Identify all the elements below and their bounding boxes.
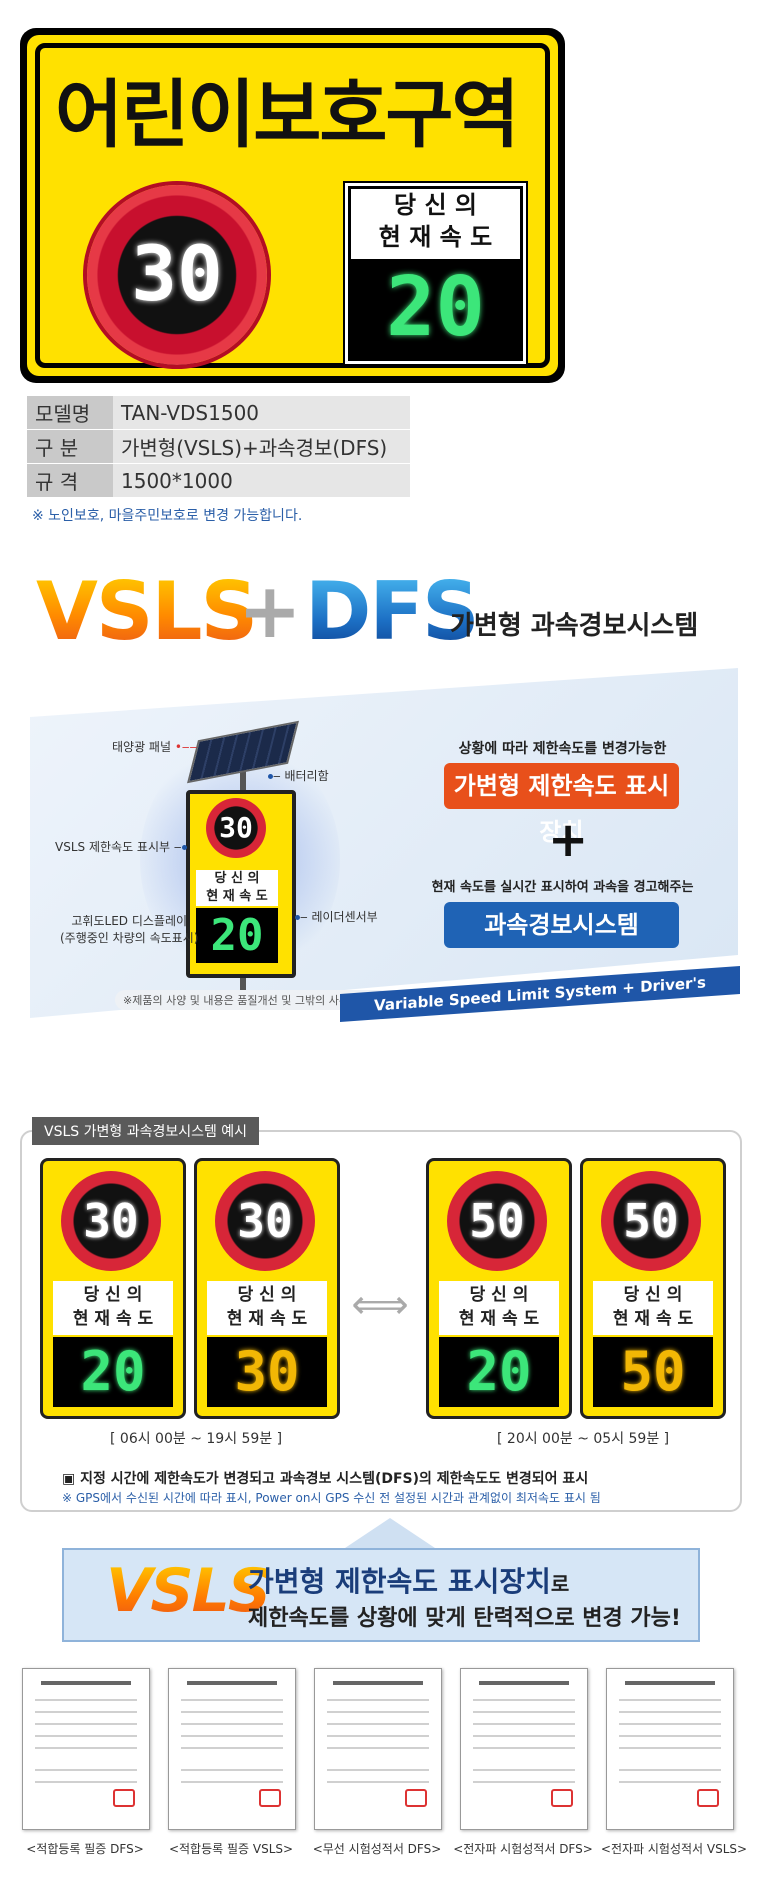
callout-radar: ‒ 레이더센서부: [295, 908, 378, 925]
callout-vsls: VSLS 제한속도 표시부 ‒: [55, 838, 187, 855]
device-label-line1: 당 신 의: [214, 871, 260, 886]
example-limit: 30: [61, 1171, 161, 1271]
speed-value: 20: [386, 260, 485, 355]
hero-sign: 어린이보호구역 30 당 신 의 현 재 속 도 20: [20, 28, 565, 383]
example-note-bold: ▣ 지정 시간에 제한속도가 변경되고 과속경보 시스템(DFS)의 제한속도도…: [62, 1471, 589, 1487]
example-label-line1: 당 신 의: [469, 1285, 529, 1305]
vsls-banner: [62, 1548, 700, 1642]
banner-line1-bold: 가변형 제한속도 표시장치: [248, 1565, 551, 1598]
device-limit: 30: [206, 798, 266, 858]
callout-solar-text: 태양광 패널: [112, 740, 172, 754]
callout-vsls-text: VSLS 제한속도 표시부: [55, 840, 171, 854]
example-label-line1: 당 신 의: [237, 1285, 297, 1305]
callout-battery: ‒ 배터리함: [268, 767, 329, 784]
banner-line2: 제한속도를 상황에 맞게 탄력적으로 변경 가능!: [248, 1606, 681, 1631]
headline-dfs: DFS: [305, 565, 480, 658]
swap-arrow-icon: ⟺: [351, 1282, 409, 1328]
spec-value: TAN-VDS1500: [113, 396, 410, 430]
spec-note: ※ 노인보호, 마을주민보호로 변경 가능합니다.: [32, 508, 303, 524]
example-label-line1: 당 신 의: [83, 1285, 143, 1305]
example-label-line2: 현 재 속 도: [612, 1309, 694, 1329]
example-label-line2: 현 재 속 도: [458, 1309, 540, 1329]
example-box: [20, 1130, 742, 1512]
document-thumbnail: [314, 1668, 442, 1830]
document-caption: <무선 시험성적서 DFS>: [312, 1842, 442, 1856]
callout-led-text: 고휘도LED 디스플레이: [71, 914, 188, 928]
document-thumbnail: [460, 1668, 588, 1830]
document-caption: <적합등록 필증 DFS>: [26, 1842, 144, 1856]
spec-key: 모델명: [27, 396, 113, 430]
document-caption: <적합등록 필증 VSLS>: [168, 1842, 294, 1856]
document-caption: <전자파 시험성적서 DFS>: [453, 1842, 593, 1856]
document-thumbnail: [22, 1668, 150, 1830]
example-label-line2: 현 재 속 도: [72, 1309, 154, 1329]
callout-led-text2: (주행중인 차량의 속도표시): [60, 931, 199, 945]
callout-battery-text: 배터리함: [284, 769, 329, 783]
speed-label: 당 신 의 현 재 속 도: [351, 189, 520, 259]
example-tab: VSLS 가변형 과속경보시스템 예시: [32, 1117, 260, 1145]
headline-plus: +: [238, 566, 302, 655]
device-speed: 20: [196, 908, 278, 963]
spec-value: 가변형(VSLS)+과속경보(DFS): [113, 429, 410, 464]
example-limit: 50: [601, 1171, 701, 1271]
period-right: [ 20시 00분 ~ 05시 59분 ]: [497, 1431, 670, 1447]
example-limit: 50: [447, 1171, 547, 1271]
example-note-small: ※ GPS에서 수신된 시간에 따라 표시, Power on시 GPS 수신 …: [62, 1491, 601, 1505]
example-speed: 20: [439, 1337, 559, 1407]
up-arrow-icon: [345, 1518, 435, 1548]
spec-key: 규 격: [27, 463, 113, 498]
example-label-line1: 당 신 의: [623, 1285, 683, 1305]
diagram-text-mid: 현재 속도를 실시간 표시하여 과속을 경고해주는: [431, 880, 694, 895]
speed-limit-sign: 30: [87, 185, 267, 365]
hero-title: 어린이보호구역: [55, 72, 520, 158]
device-label: 당 신 의 현 재 속 도: [196, 870, 278, 906]
document-thumbnail: [606, 1668, 734, 1830]
spec-key: 구 분: [27, 429, 113, 464]
diagram-panel: [30, 668, 738, 1018]
headline-vsls: VSLS: [36, 565, 258, 658]
spec-value: 1500*1000: [113, 463, 410, 498]
example-speed: 50: [593, 1337, 713, 1407]
diagram-text-top: 상황에 따라 제한속도를 변경가능한: [458, 741, 667, 757]
speed-label-line1: 당 신 의: [394, 191, 477, 219]
example-limit: 30: [215, 1171, 315, 1271]
pill-dfs: 과속경보시스템: [444, 902, 679, 948]
speed-label-line2: 현 재 속 도: [378, 223, 493, 251]
callout-radar-text: 레이더센서부: [311, 910, 378, 924]
banner-line1-tail: 로: [550, 1572, 570, 1596]
example-speed: 20: [53, 1337, 173, 1407]
banner-line1: 가변형 제한속도 표시장치로: [248, 1560, 569, 1600]
period-left: [ 06시 00분 ~ 19시 59분 ]: [110, 1431, 283, 1447]
document-thumbnail: [168, 1668, 296, 1830]
callout-led: 고휘도LED 디스플레이 (주행중인 차량의 속도표시): [60, 912, 198, 946]
callout-solar: 태양광 패널 •‒‒: [112, 740, 198, 754]
headline-sub: 가변형 과속경보시스템: [450, 611, 699, 641]
current-speed-display: 당 신 의 현 재 속 도 20: [343, 181, 528, 366]
pill-vsls: 가변형 제한속도 표시장치: [444, 763, 679, 846]
banner-vsls: VSLS: [106, 1556, 271, 1626]
diagram-plus: +: [548, 812, 589, 868]
limit-value: 30: [131, 229, 223, 318]
device-label-line2: 현 재 속 도: [206, 889, 268, 904]
example-speed: 30: [207, 1337, 327, 1407]
document-caption: <전자파 시험성적서 VSLS>: [600, 1842, 748, 1856]
example-label-line2: 현 재 속 도: [226, 1309, 308, 1329]
